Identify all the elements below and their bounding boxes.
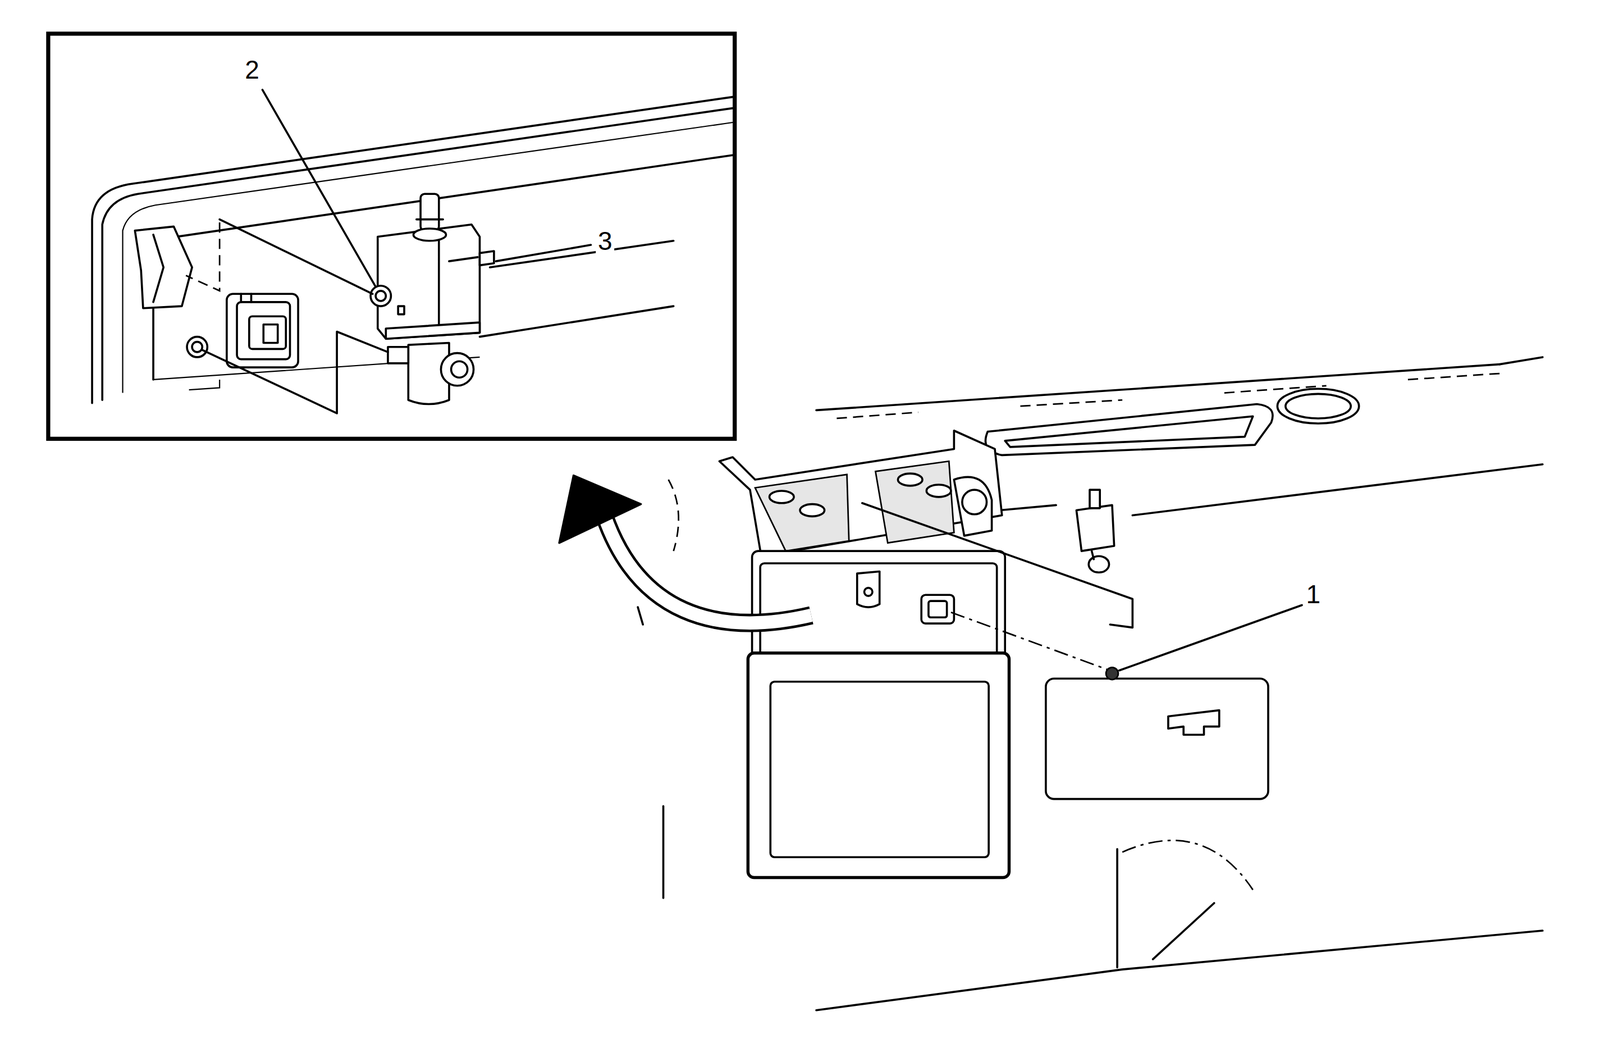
callout-number: 3 xyxy=(595,226,615,256)
leader-lines xyxy=(262,89,1302,671)
instrument-panel xyxy=(559,357,1543,1010)
detail-inset xyxy=(48,33,735,439)
callout-number: 1 xyxy=(1303,579,1323,609)
callout-number: 2 xyxy=(242,55,262,84)
